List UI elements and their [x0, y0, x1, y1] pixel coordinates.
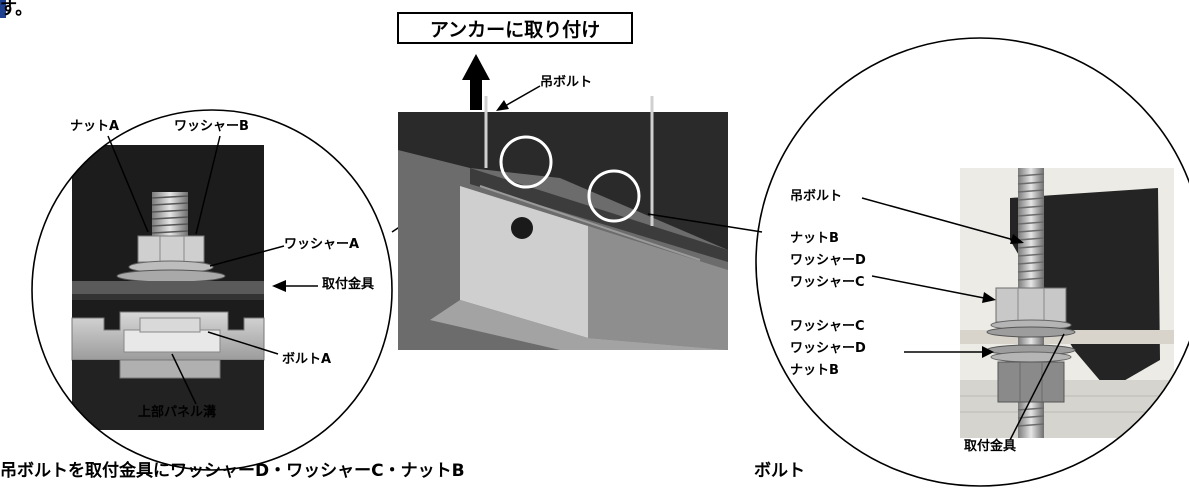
blue-fragment-mark — [0, 0, 6, 18]
left-detail-photo — [71, 145, 265, 430]
nut-b-top-label: ナットB — [790, 231, 839, 246]
washer-d-bottom-label: ワッシャーD — [790, 341, 866, 356]
bottom-instruction-right: ボルト — [754, 461, 805, 481]
center-suspension-bolt-label: 吊ボルト — [540, 75, 593, 90]
right-detail-circle — [755, 37, 1189, 487]
left-detail-circle — [31, 109, 393, 471]
fitting-label-right: 取付金具 — [964, 439, 1017, 454]
bolt-a-label: ボルトA — [282, 352, 332, 367]
washer-a-label: ワッシャーA — [284, 237, 360, 252]
washer-c-top-label: ワッシャーC — [790, 275, 865, 290]
washer-c-bottom-label: ワッシャーC — [790, 319, 865, 334]
upper-panel-groove-label: 上部パネル溝 — [138, 405, 217, 420]
right-connector-line — [647, 213, 763, 233]
center-photo — [398, 96, 728, 350]
right-arrowheads — [982, 234, 1024, 358]
fitting-arrow-left — [272, 280, 318, 292]
washer-b-label: ワッシャーB — [174, 119, 249, 134]
left-leader-lines — [107, 135, 285, 405]
nut-b-bottom-label: ナットB — [790, 363, 839, 378]
fitting-label-left: 取付金具 — [322, 277, 375, 292]
up-arrow — [462, 54, 490, 110]
washer-d-top-label: ワッシャーD — [790, 253, 866, 268]
top-fragment-text: す。 — [0, 0, 33, 19]
right-suspension-bolt-label: 吊ボルト — [790, 189, 843, 204]
suspension-bolt-arrow — [496, 85, 541, 111]
nut-a-label: ナットA — [70, 119, 120, 134]
right-leader-lines — [861, 197, 1065, 441]
anchor-attach-title: アンカーに取り付け — [397, 12, 633, 44]
rod-threads — [1017, 173, 1045, 427]
bottom-instruction-left: 吊ボルトを取付金具にワッシャーD・ワッシャーC・ナットB — [0, 461, 465, 481]
right-detail-photo — [960, 168, 1174, 438]
